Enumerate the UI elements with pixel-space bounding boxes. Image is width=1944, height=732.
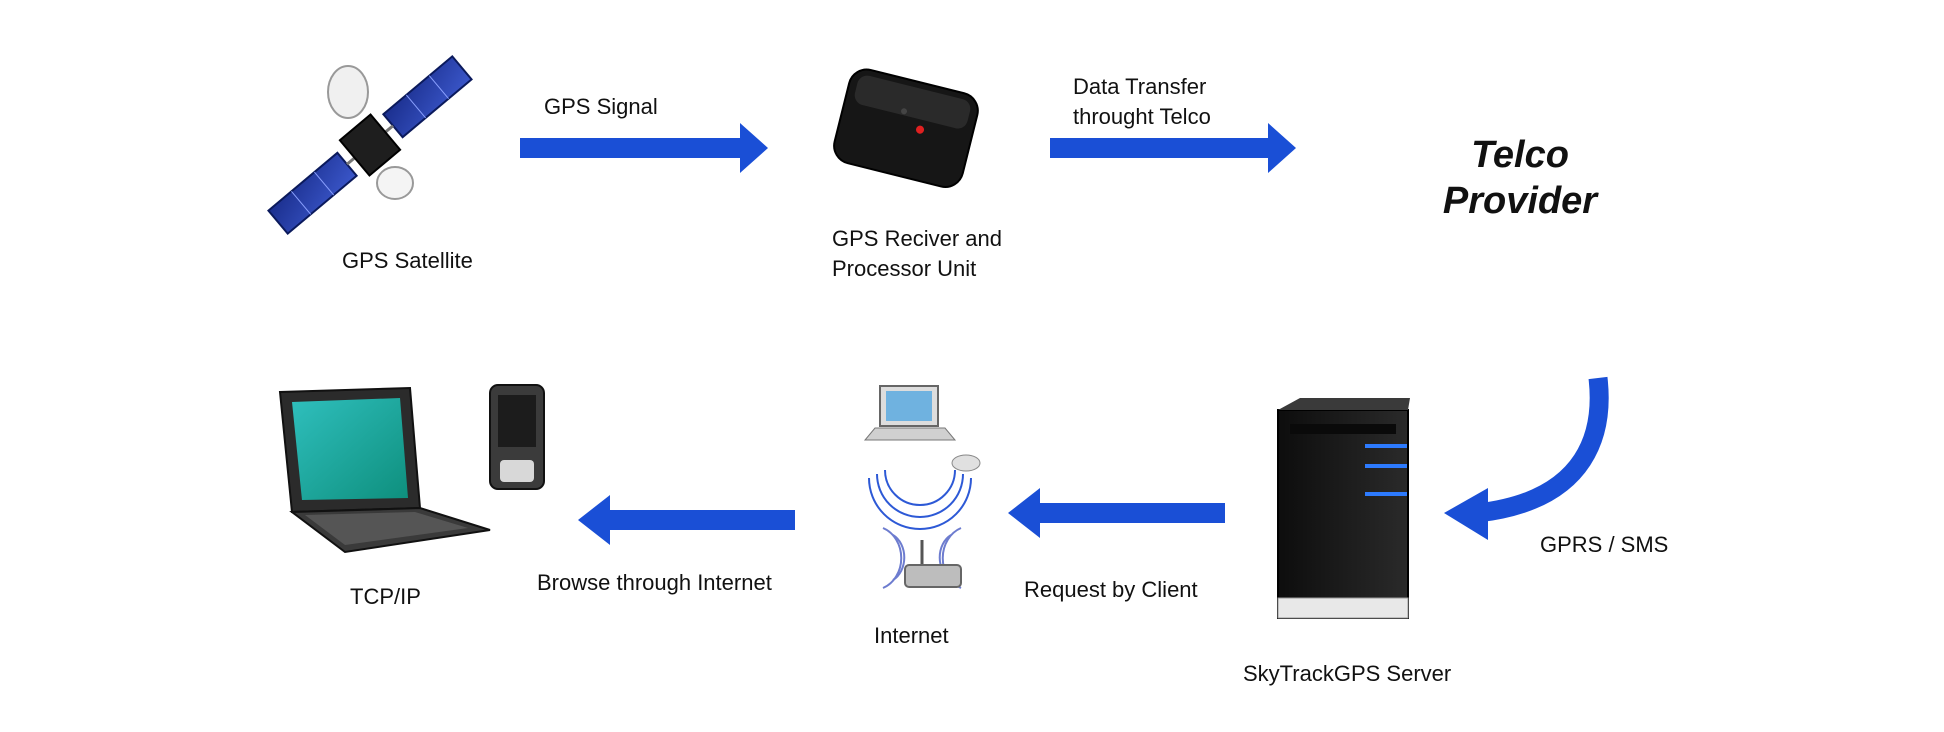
gps-receiver-label: GPS Reciver and Processor Unit bbox=[832, 224, 1002, 284]
tcp-ip-label: TCP/IP bbox=[350, 584, 421, 609]
internet-label: Internet bbox=[874, 623, 949, 648]
pda-icon bbox=[489, 384, 545, 490]
data-transfer-label: Data Transfer throught Telco bbox=[1073, 72, 1211, 132]
data-transfer-arrow bbox=[1050, 123, 1296, 173]
server-icon bbox=[1277, 398, 1410, 619]
telco-provider-label: Telco Provider bbox=[1430, 132, 1610, 224]
gprs-sms-arrow bbox=[1444, 376, 1609, 540]
data-transfer-label-line2: throught Telco bbox=[1073, 104, 1211, 129]
data-transfer-label-line1: Data Transfer bbox=[1073, 74, 1207, 99]
server-label: SkyTrackGPS Server bbox=[1243, 661, 1452, 686]
gps-signal-arrow bbox=[520, 123, 768, 173]
internet-icon bbox=[863, 385, 981, 589]
telco-provider-line1: Telco bbox=[1471, 134, 1569, 176]
telco-provider-line2: Provider bbox=[1442, 180, 1598, 222]
browse-label: Browse through Internet bbox=[537, 570, 772, 595]
browse-arrow bbox=[578, 495, 795, 545]
request-arrow bbox=[1008, 488, 1225, 538]
gps-satellite-label: GPS Satellite bbox=[342, 248, 473, 273]
gps-receiver-label-line1: GPS Reciver and bbox=[832, 226, 1002, 251]
laptop-icon bbox=[278, 386, 491, 554]
gps-receiver-icon bbox=[833, 68, 979, 188]
gps-signal-label: GPS Signal bbox=[544, 94, 658, 119]
request-label: Request by Client bbox=[1024, 577, 1198, 602]
gps-satellite-icon bbox=[267, 54, 473, 236]
gps-receiver-label-line2: Processor Unit bbox=[832, 256, 977, 281]
gprs-sms-label: GPRS / SMS bbox=[1540, 532, 1669, 557]
